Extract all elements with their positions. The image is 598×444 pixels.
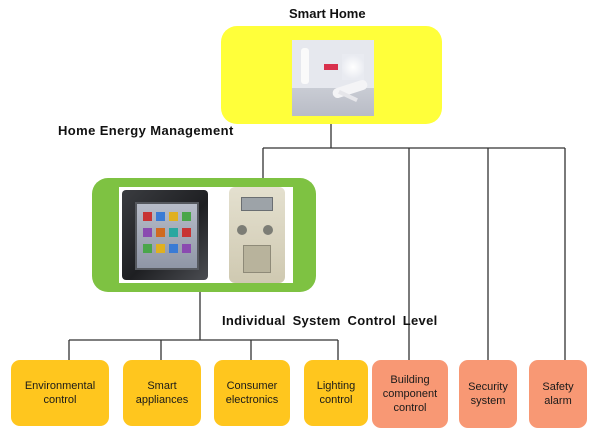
safety-alarm-box: Safety alarm bbox=[529, 360, 587, 428]
building-component-control-box: Building component control bbox=[372, 360, 448, 428]
home-energy-management-title: Home Energy Management bbox=[58, 123, 234, 138]
consumer-electronics-box: Consumer electronics bbox=[214, 360, 290, 426]
living-room-photo bbox=[292, 40, 374, 116]
smart-home-title: Smart Home bbox=[289, 6, 366, 21]
security-system-box: Security system bbox=[459, 360, 517, 428]
individual-system-control-level-title: Individual System Control Level bbox=[222, 313, 438, 328]
lighting-control-box: Lighting control bbox=[304, 360, 368, 426]
thermostat-screen bbox=[135, 202, 199, 270]
smart-appliances-box: Smart appliances bbox=[123, 360, 201, 426]
environmental-control-box: Environmental control bbox=[11, 360, 109, 426]
smart-meter-photo bbox=[229, 187, 285, 283]
